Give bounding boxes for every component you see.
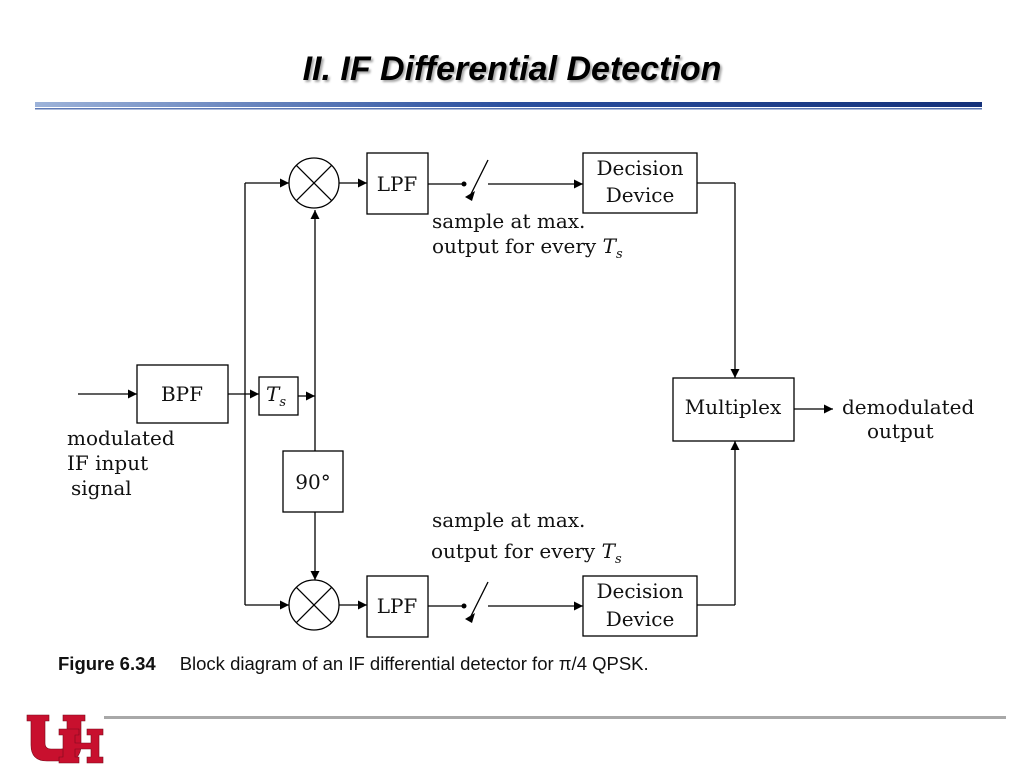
decision-top-label-1: Decision xyxy=(596,156,683,180)
input-label-2: IF input xyxy=(67,451,148,475)
mixer-bottom xyxy=(288,579,340,631)
bpf-label: BPF xyxy=(161,382,203,406)
decision-top-label-2: Device xyxy=(606,183,675,207)
delay-block xyxy=(258,376,299,416)
input-label-3: signal xyxy=(71,476,132,500)
lpf-top-label: LPF xyxy=(377,172,418,196)
sample-top-line2: output for every Ts xyxy=(432,234,623,262)
phase-shift-block xyxy=(282,450,344,513)
decision-bottom-label-2: Device xyxy=(606,607,675,631)
slide-title: II. IF Differential Detection xyxy=(302,50,722,88)
output-label-2: output xyxy=(867,419,934,443)
decision-bottom-block xyxy=(582,575,698,637)
uh-logo xyxy=(26,714,104,764)
input-label-1: modulated xyxy=(67,426,175,450)
sample-bottom-line2: output for every Ts xyxy=(431,539,622,567)
title-divider xyxy=(35,102,982,110)
mixer-top xyxy=(288,157,340,209)
bpf-block xyxy=(136,364,229,424)
sample-top-line1: sample at max. xyxy=(432,209,585,233)
footer-divider xyxy=(104,716,1006,719)
figure-caption: Figure 6.34 Block diagram of an IF differ… xyxy=(58,653,649,675)
figure-number: Figure 6.34 xyxy=(58,653,156,674)
multiplex-block xyxy=(672,377,795,442)
decision-top-block xyxy=(582,152,698,214)
decision-bottom-label-1: Decision xyxy=(596,579,683,603)
lpf-bottom-block xyxy=(366,575,429,638)
delay-label: Ts xyxy=(266,382,286,410)
multiplex-label: Multiplex xyxy=(685,395,782,419)
lpf-bottom-label: LPF xyxy=(377,594,418,618)
figure-text: Block diagram of an IF differential dete… xyxy=(179,653,649,674)
output-label-1: demodulated xyxy=(842,395,975,419)
sample-bottom-line1: sample at max. xyxy=(432,508,585,532)
phase-shift-label: 90° xyxy=(295,470,330,494)
lpf-top-block xyxy=(366,152,429,215)
